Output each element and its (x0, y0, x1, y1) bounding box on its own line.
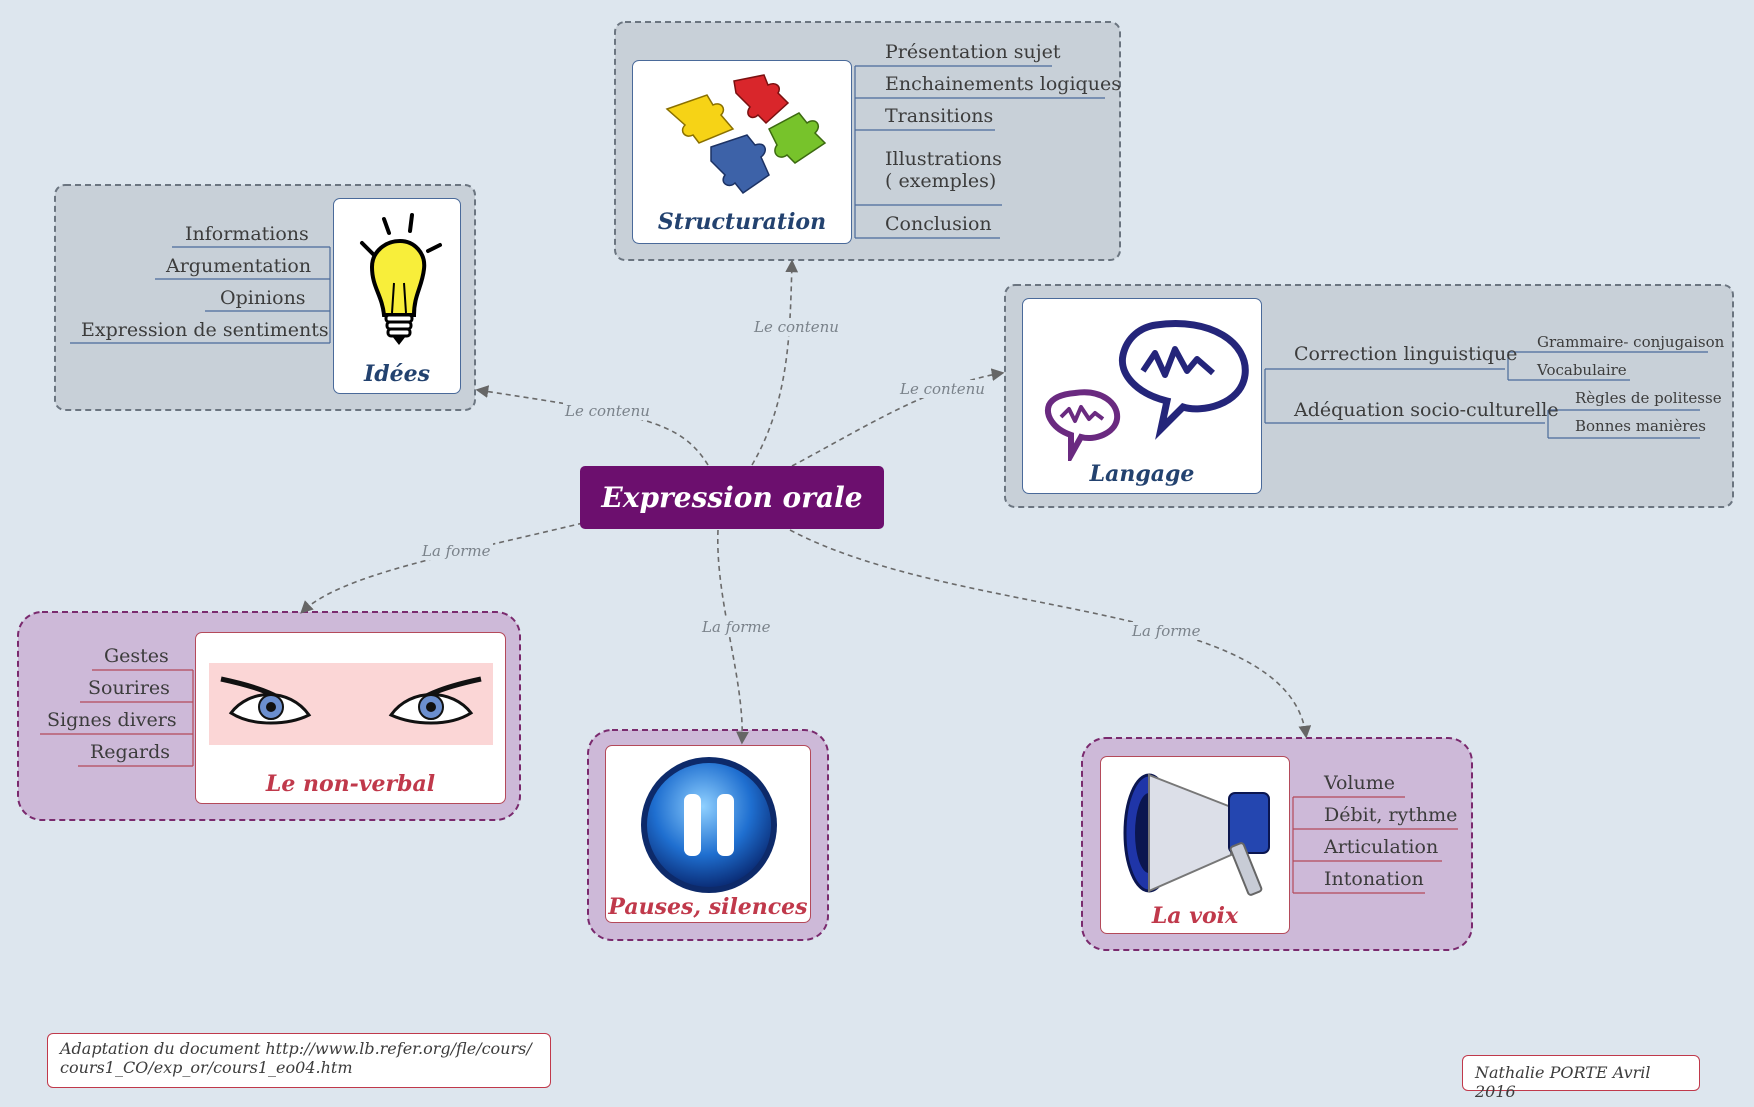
lightbulb-icon (360, 213, 442, 345)
voix-card[interactable]: La voix (1100, 756, 1290, 934)
idees-item[interactable]: Informations (185, 223, 309, 245)
edge-idees (475, 385, 709, 466)
structuration-item[interactable]: Illustrations (885, 148, 1002, 170)
langage-sub-item[interactable]: Règles de politesse (1575, 389, 1722, 407)
idees-label: Idées (363, 361, 431, 387)
central-topic[interactable]: Expression orale (580, 466, 884, 529)
edge-label-voix: La forme (1130, 622, 1203, 640)
voix-item[interactable]: Débit, rythme (1324, 804, 1458, 826)
megaphone-icon (1123, 773, 1270, 896)
idees-item[interactable]: Argumentation (166, 255, 312, 277)
pauses-label: Pauses, silences (608, 894, 808, 920)
structuration-item[interactable]: Enchainements logiques (885, 73, 1121, 95)
langage-card[interactable]: Langage (1022, 298, 1262, 494)
langage-sub-item[interactable]: Grammaire- conjugaison (1537, 333, 1725, 351)
langage-label: Langage (1089, 461, 1195, 487)
eyes-icon (209, 663, 493, 745)
structuration-label: Structuration (657, 209, 827, 235)
non-verbal-card[interactable]: Le non-verbal (195, 632, 506, 804)
idees-card[interactable]: Idées (333, 198, 461, 394)
idees-item[interactable]: Opinions (220, 287, 306, 309)
edge-non-verbal (300, 522, 584, 614)
edge-voix (789, 529, 1312, 739)
structuration-card[interactable]: Structuration (632, 60, 852, 244)
voix-label: La voix (1151, 903, 1239, 929)
puzzle-icon (665, 74, 827, 195)
structuration-item[interactable]: Présentation sujet (885, 41, 1061, 63)
voix-item[interactable]: Volume (1324, 772, 1395, 794)
edge-label-idees: Le contenu (563, 402, 652, 420)
edge-label-non-verbal: La forme (420, 542, 493, 560)
edge-structuration (751, 259, 799, 466)
voix-item[interactable]: Articulation (1324, 836, 1439, 858)
edge-pauses (717, 529, 749, 745)
edge-label-pauses: La forme (700, 618, 773, 636)
structuration-item[interactable]: Transitions (885, 105, 994, 127)
source-line-2: cours1_CO/exp_or/cours1_eo04.htm (60, 1058, 353, 1077)
structuration-item[interactable]: Conclusion (885, 213, 992, 235)
author-text: Nathalie PORTE Avril 2016 (1475, 1063, 1651, 1101)
structuration-item[interactable]: ( exemples) (885, 170, 997, 192)
langage-item[interactable]: Adéquation socio-culturelle (1294, 399, 1559, 421)
langage-sub-item[interactable]: Vocabulaire (1537, 361, 1627, 379)
non-verbal-item[interactable]: Sourires (88, 677, 170, 699)
pause-icon (641, 757, 777, 893)
langage-item[interactable]: Correction linguistique (1294, 343, 1518, 365)
author-note: Nathalie PORTE Avril 2016 (1462, 1055, 1700, 1101)
source-note: Adaptation du document http://www.lb.ref… (47, 1033, 551, 1088)
langage-sub-item[interactable]: Bonnes manières (1575, 417, 1706, 435)
idees-item[interactable]: Expression de sentiments (81, 319, 329, 341)
non-verbal-item[interactable]: Signes divers (47, 709, 177, 731)
edge-label-langage: Le contenu (898, 380, 987, 398)
non-verbal-label: Le non-verbal (265, 771, 436, 797)
pauses-card[interactable]: Pauses, silences (605, 745, 811, 923)
edge-langage (791, 368, 1005, 467)
speech-bubbles-icon (1045, 320, 1249, 461)
source-line-1: Adaptation du document http://www.lb.ref… (60, 1039, 532, 1058)
edge-label-structuration: Le contenu (752, 318, 841, 336)
non-verbal-item[interactable]: Regards (90, 741, 171, 763)
voix-item[interactable]: Intonation (1324, 868, 1424, 890)
non-verbal-item[interactable]: Gestes (104, 645, 169, 667)
